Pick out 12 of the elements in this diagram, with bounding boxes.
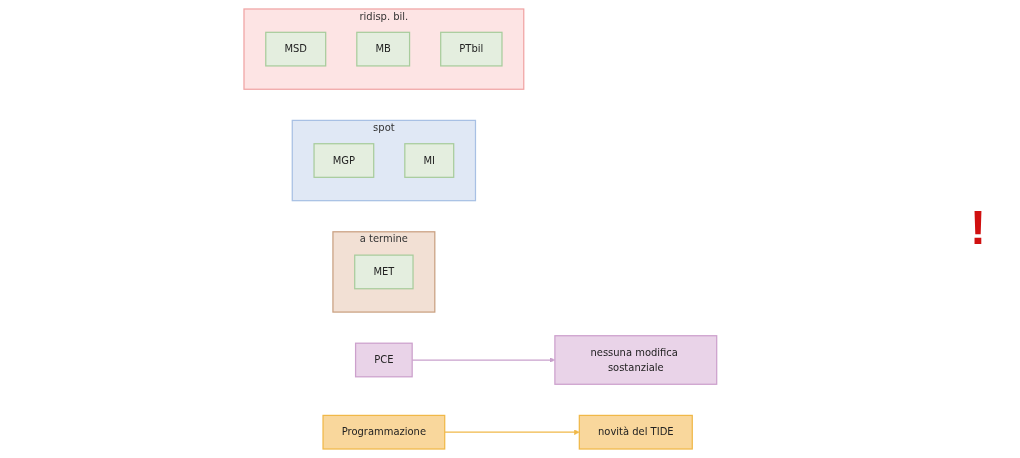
node-box: MSD [264, 31, 326, 67]
node-box: nessuna modifica sostanziale [553, 335, 717, 385]
node-box: MGP [313, 143, 374, 178]
node-box: novità del TIDE [578, 414, 693, 450]
node-box: PCE [354, 342, 413, 378]
node-box: MB [355, 31, 410, 67]
node-box: PTbil [439, 31, 503, 67]
node-box: Programmazione [322, 414, 445, 450]
arrow [411, 357, 555, 363]
node-box: MET [353, 254, 414, 290]
node-box: MI [403, 143, 454, 178]
exclamation-mark: ! [970, 200, 986, 255]
